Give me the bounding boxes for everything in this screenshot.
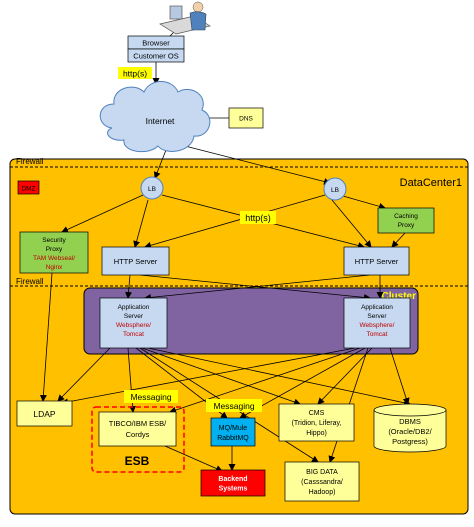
http-server-left-label: HTTP Server bbox=[114, 257, 158, 266]
dbms-line1: DBMS bbox=[399, 417, 421, 426]
messaging-left-label: Messaging bbox=[130, 392, 171, 402]
cms-line2: (Tridion, Liferay, bbox=[292, 420, 342, 427]
protocol-label-mid: http(s) bbox=[245, 213, 271, 223]
http-server-left-box bbox=[101, 246, 170, 276]
protocol-label-top: http(s) bbox=[123, 69, 147, 79]
app-server-right-line4: Tomcat bbox=[367, 331, 388, 338]
ldap-label: LDAP bbox=[33, 409, 56, 419]
cms-line1: CMS bbox=[309, 410, 325, 417]
http-server-right-box bbox=[343, 246, 410, 276]
security-proxy-box bbox=[19, 231, 89, 274]
app-server-left-line3: Websphere/ bbox=[116, 322, 151, 329]
lb-right: LB bbox=[323, 177, 347, 201]
dbms-line2: (Oracle/DB2/ bbox=[388, 427, 432, 436]
bigdata-box bbox=[284, 461, 360, 502]
messaging-right-label: Messaging bbox=[213, 401, 254, 411]
dbms-cylinder bbox=[373, 403, 447, 453]
security-proxy-line1: Security bbox=[42, 237, 66, 244]
app-server-left-line1: Application bbox=[118, 304, 150, 311]
messaging-left-bg bbox=[124, 390, 178, 403]
dbms-line3: Postgress) bbox=[392, 437, 428, 446]
app-server-left-line2: Server bbox=[124, 313, 144, 320]
security-proxy-line4: Nginx bbox=[46, 264, 63, 271]
cms-line3: Hippo) bbox=[306, 430, 327, 437]
app-server-right-box bbox=[343, 297, 411, 349]
bigdata-line1: BIG DATA bbox=[306, 469, 338, 476]
bigdata-line2: (Casssandra/ bbox=[301, 479, 343, 486]
mq-line1: MQ/Mule bbox=[219, 425, 248, 432]
caching-proxy-line1: Caching bbox=[394, 213, 418, 220]
app-server-right-line1: Application bbox=[361, 304, 393, 311]
app-server-left-line4: Tomcat bbox=[123, 331, 144, 338]
cms-box bbox=[278, 403, 355, 442]
ldap-box bbox=[16, 400, 73, 427]
backend-systems-box bbox=[200, 469, 266, 497]
tibco-line1: TIBCO/IBM ESB/ bbox=[109, 419, 167, 428]
firewall-label-top: Firewall bbox=[16, 157, 44, 166]
firewall-label-mid: Firewall bbox=[16, 277, 44, 286]
tibco-box bbox=[98, 411, 177, 447]
mq-box bbox=[210, 417, 256, 447]
dns-label: DNS bbox=[239, 116, 253, 123]
app-server-right-line2: Server bbox=[367, 313, 387, 320]
datacenter-title: DataCenter1 bbox=[400, 177, 462, 189]
browser-label: Browser bbox=[142, 39, 170, 48]
messaging-right-bg bbox=[206, 399, 262, 412]
backend-line1: Backend bbox=[218, 476, 247, 483]
caching-proxy-line2: Proxy bbox=[398, 222, 415, 229]
mq-line2: RabbitMQ bbox=[217, 435, 249, 442]
dmz-badge bbox=[17, 180, 40, 195]
esb-group bbox=[91, 406, 185, 473]
protocol-label-top-bg bbox=[118, 67, 152, 79]
security-proxy-line3: TAM Webseal/ bbox=[33, 255, 75, 262]
caching-proxy-box bbox=[377, 207, 435, 234]
user-computer-icon bbox=[159, 1, 211, 35]
customer-os-label: Customer OS bbox=[133, 52, 178, 61]
app-server-left-box bbox=[99, 297, 168, 349]
lb-left-label: LB bbox=[148, 186, 156, 193]
backend-line2: Systems bbox=[219, 486, 248, 493]
internet-cloud bbox=[99, 81, 211, 153]
lb-right-label: LB bbox=[331, 187, 339, 194]
http-server-right-label: HTTP Server bbox=[355, 257, 399, 266]
cluster-label: Cluster bbox=[382, 291, 417, 302]
customer-os-box bbox=[127, 48, 185, 63]
bigdata-line3: Hadoop) bbox=[309, 489, 336, 496]
esb-label: ESB bbox=[125, 454, 150, 468]
security-proxy-line2: Proxy bbox=[46, 246, 63, 253]
internet-label: Internet bbox=[146, 116, 175, 126]
lb-left: LB bbox=[140, 176, 164, 200]
tibco-line2: Cordys bbox=[126, 430, 150, 439]
cluster-zone bbox=[83, 287, 419, 355]
protocol-label-mid-bg bbox=[240, 211, 276, 224]
dns-box bbox=[228, 107, 264, 129]
dmz-label: DMZ bbox=[21, 186, 35, 193]
app-server-right-line3: Websphere/ bbox=[360, 322, 395, 329]
